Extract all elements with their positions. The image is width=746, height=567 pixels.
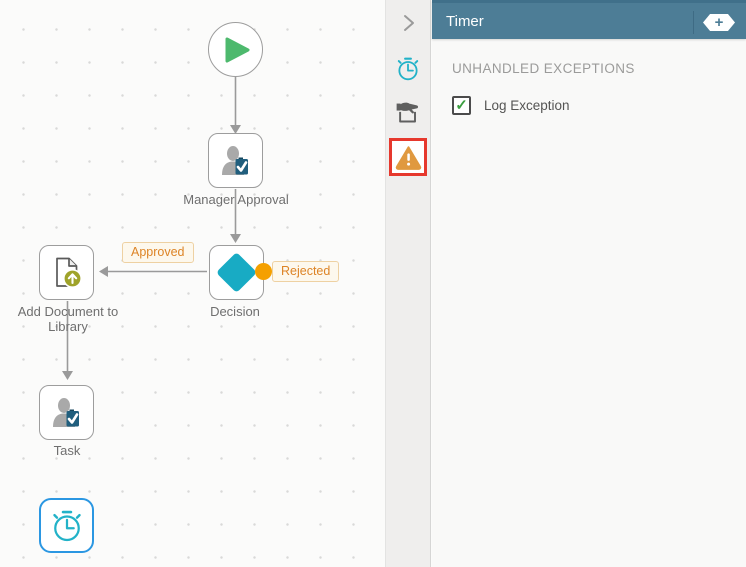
properties-tab-rail xyxy=(385,0,431,567)
workflow-canvas[interactable]: Manager Approval Decision Approved Rejec… xyxy=(0,0,385,567)
stopwatch-icon xyxy=(52,510,81,541)
edge-label-approved[interactable]: Approved xyxy=(122,242,194,263)
node-start[interactable] xyxy=(208,22,263,77)
play-icon xyxy=(225,37,249,62)
log-exception-row[interactable]: ✓ Log Exception xyxy=(452,96,746,115)
user-task-icon xyxy=(52,397,79,427)
tab-exceptions[interactable] xyxy=(389,138,427,176)
arrowhead-icon xyxy=(62,371,73,380)
log-exception-checkbox[interactable]: ✓ xyxy=(452,96,471,115)
node-label-decision: Decision xyxy=(210,304,260,319)
plus-icon: + xyxy=(714,14,724,31)
workflow-connectors xyxy=(62,77,241,380)
arrowhead-icon xyxy=(230,125,241,134)
node-timer[interactable] xyxy=(39,498,94,553)
rejected-port-dot[interactable] xyxy=(255,263,272,280)
node-label-task: Task xyxy=(53,443,81,458)
tab-timer[interactable] xyxy=(386,48,430,90)
collapse-panel-button[interactable] xyxy=(386,2,430,44)
node-label-add-document: Add Document to Library xyxy=(17,304,119,334)
decision-diamond-icon xyxy=(215,251,258,294)
add-button[interactable]: + xyxy=(703,14,735,31)
node-manager-approval[interactable] xyxy=(208,133,263,188)
node-task[interactable] xyxy=(39,385,94,440)
arrowhead-icon xyxy=(99,266,108,277)
node-label-manager-approval: Manager Approval xyxy=(183,192,289,207)
document-upload-icon xyxy=(55,257,82,288)
panel-body: UNHANDLED EXCEPTIONS ✓ Log Exception xyxy=(432,39,746,115)
warning-triangle-icon xyxy=(395,145,421,170)
properties-panel: Timer + UNHANDLED EXCEPTIONS ✓ Log Excep… xyxy=(432,0,746,567)
header-divider xyxy=(693,11,694,34)
arrowhead-icon xyxy=(230,234,241,243)
section-title-unhandled-exceptions: UNHANDLED EXCEPTIONS xyxy=(452,61,635,76)
log-exception-label: Log Exception xyxy=(484,98,570,113)
panel-title: Timer xyxy=(446,12,484,30)
panel-header: Timer + xyxy=(432,0,746,39)
chevron-right-icon xyxy=(404,15,414,31)
check-icon: ✓ xyxy=(455,97,468,114)
user-task-icon xyxy=(221,145,248,175)
stopwatch-icon xyxy=(397,57,419,81)
node-add-document[interactable] xyxy=(39,245,94,300)
hand-drop-icon xyxy=(396,102,419,123)
tab-assignment[interactable] xyxy=(386,90,430,132)
edge-label-rejected[interactable]: Rejected xyxy=(272,261,340,282)
